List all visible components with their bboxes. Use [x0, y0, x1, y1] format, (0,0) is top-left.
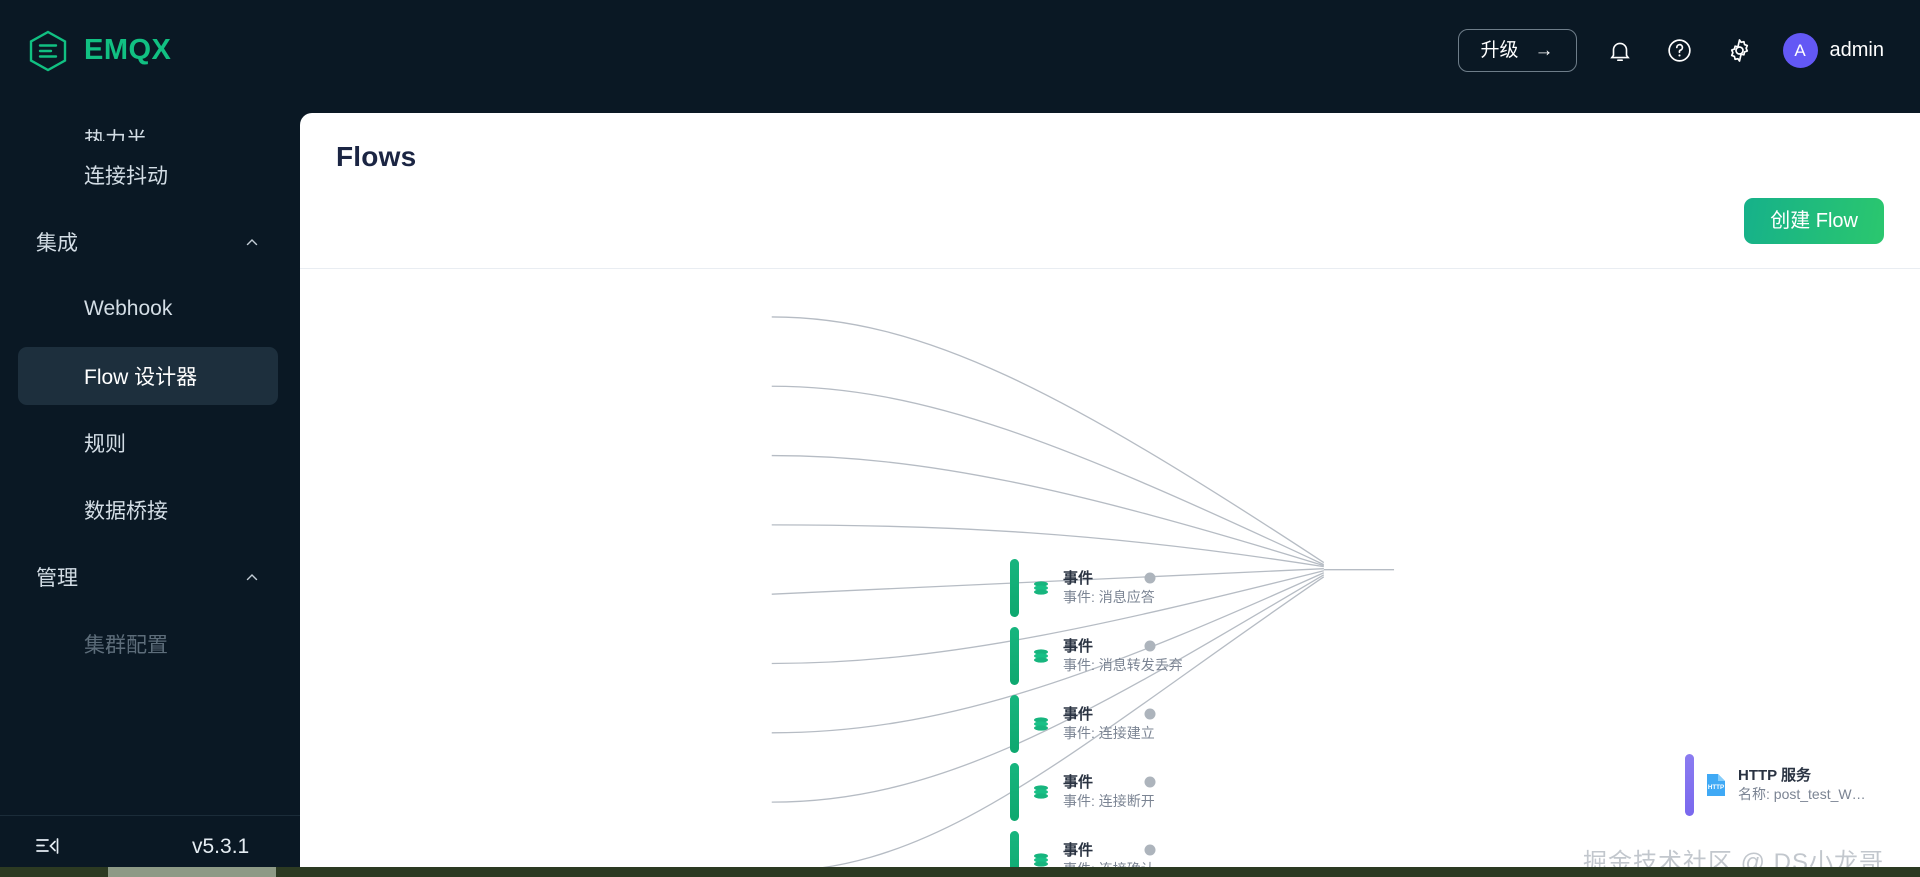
os-taskbar-item — [108, 867, 276, 877]
sidebar-item-label: 数据桥接 — [84, 499, 168, 523]
sidebar-item-cluster-config[interactable]: 集群配置 — [0, 610, 300, 677]
flow-canvas[interactable]: 事件 事件: 消息应答 — [300, 269, 1920, 877]
node-accent-bar — [1010, 763, 1019, 821]
sidebar-group-management[interactable]: 管理 — [0, 543, 300, 610]
node-accent-bar — [1010, 695, 1019, 753]
emqx-hexagon-icon — [26, 29, 70, 73]
app-version: v5.3.1 — [192, 834, 250, 858]
sidebar-item-label: 集群配置 — [84, 633, 168, 657]
user-name: admin — [1829, 39, 1884, 61]
avatar: A — [1782, 33, 1818, 68]
node-output-port[interactable] — [1144, 708, 1156, 720]
node-subtitle: 事件: 连接断开 — [1063, 793, 1155, 810]
node-output-port[interactable] — [1144, 844, 1156, 856]
sidebar-item-data-bridge[interactable]: 数据桥接 — [0, 476, 300, 543]
panel-header: Flows — [300, 113, 1920, 173]
node-accent-bar — [1685, 754, 1694, 816]
sidebar-nav-list: 热力半 连接抖动 集成 Webhook — [0, 101, 300, 677]
node-title: 事件 — [1063, 637, 1094, 655]
node-output-port[interactable] — [1144, 572, 1156, 584]
panel-toolbar: 创建 Flow — [300, 173, 1920, 269]
sidebar-footer: v5.3.1 — [0, 815, 300, 877]
node-output-port[interactable] — [1144, 776, 1156, 788]
node-text: 事件 事件: 消息转发丢弃 — [1063, 627, 1183, 685]
question-circle-icon[interactable] — [1663, 34, 1697, 68]
flow-node-http-service[interactable]: HTTP HTTP 服务 名称: post_test_W… — [1685, 754, 1866, 816]
svg-text:HTTP: HTTP — [1708, 784, 1724, 791]
brand-logo[interactable]: EMQX — [26, 29, 171, 73]
node-title: HTTP 服务 — [1738, 766, 1812, 784]
top-bar-actions: 升级 → — [1457, 29, 1884, 72]
sidebar-scroll[interactable]: 热力半 连接抖动 集成 Webhook — [0, 101, 300, 815]
sidebar-item-heat[interactable]: 热力半 — [0, 101, 300, 141]
http-file-icon: HTTP — [1694, 754, 1738, 816]
sidebar-item-connection-jitter[interactable]: 连接抖动 — [0, 141, 300, 208]
sidebar-item-webhook[interactable]: Webhook — [0, 275, 300, 342]
node-text: 事件 事件: 连接断开 — [1063, 763, 1155, 821]
sidebar-item-active-highlight: Flow 设计器 — [18, 346, 278, 405]
arrow-right-icon: → — [1534, 40, 1554, 61]
chevron-up-icon — [244, 569, 260, 585]
os-taskbar-strip — [0, 867, 1920, 877]
sidebar-collapse-icon[interactable] — [0, 836, 96, 858]
node-subtitle: 事件: 连接建立 — [1063, 725, 1155, 742]
gear-icon[interactable] — [1723, 34, 1757, 68]
bell-icon[interactable] — [1603, 34, 1637, 68]
sidebar-group-integration[interactable]: 集成 — [0, 208, 300, 275]
event-stack-icon — [1019, 831, 1063, 877]
node-text: 事件 事件: 连接建立 — [1063, 695, 1155, 753]
event-stack-icon — [1019, 627, 1063, 685]
event-stack-icon — [1019, 559, 1063, 617]
node-accent-bar — [1010, 831, 1019, 877]
node-text: HTTP 服务 名称: post_test_W… — [1738, 754, 1866, 816]
page-title: Flows — [336, 141, 417, 172]
node-title: 事件 — [1063, 773, 1094, 791]
brand-name: EMQX — [84, 34, 172, 66]
sidebar-item-label: 热力半 — [84, 129, 147, 141]
sidebar-item-label: Webhook — [84, 296, 173, 320]
user-menu[interactable]: A admin — [1782, 33, 1884, 68]
chevron-up-icon — [244, 234, 260, 250]
create-flow-button[interactable]: 创建 Flow — [1744, 197, 1884, 244]
sidebar-item-rules[interactable]: 规则 — [0, 409, 300, 476]
sidebar-item-label: 连接抖动 — [84, 164, 168, 188]
upgrade-label: 升级 — [1480, 40, 1519, 61]
sidebar-group-label: 集成 — [36, 231, 78, 255]
node-accent-bar — [1010, 627, 1019, 685]
node-output-port[interactable] — [1144, 640, 1156, 652]
event-stack-icon — [1019, 763, 1063, 821]
flows-panel: Flows 创建 Flow — [300, 113, 1920, 877]
node-subtitle: 名称: post_test_W… — [1738, 786, 1866, 803]
event-stack-icon — [1019, 695, 1063, 753]
node-text: 事件 事件: 消息应答 — [1063, 559, 1155, 617]
sidebar-group-label: 管理 — [36, 566, 78, 590]
node-title: 事件 — [1063, 841, 1094, 859]
body: 热力半 连接抖动 集成 Webhook — [0, 101, 1920, 877]
sidebar-item-label: 规则 — [84, 432, 126, 456]
flow-node-event[interactable]: 事件 事件: 连接断开 — [1010, 763, 1155, 821]
node-subtitle: 事件: 消息转发丢弃 — [1063, 657, 1183, 674]
upgrade-button[interactable]: 升级 → — [1457, 29, 1577, 72]
main-area: Flows 创建 Flow — [300, 101, 1920, 877]
node-subtitle: 事件: 消息应答 — [1063, 589, 1155, 606]
flow-node-event[interactable]: 事件 事件: 消息应答 — [1010, 559, 1155, 617]
sidebar-item-flow-designer[interactable]: Flow 设计器 — [0, 342, 300, 409]
flow-node-event[interactable]: 事件 事件: 消息转发丢弃 — [1010, 627, 1183, 685]
node-title: 事件 — [1063, 569, 1094, 587]
flow-node-event[interactable]: 事件 事件: 连接建立 — [1010, 695, 1155, 753]
sidebar-item-label: Flow 设计器 — [84, 365, 198, 389]
flow-edges — [771, 316, 1395, 873]
node-title: 事件 — [1063, 705, 1094, 723]
top-bar: EMQX 升级 → — [0, 0, 1920, 101]
node-accent-bar — [1010, 559, 1019, 617]
sidebar: 热力半 连接抖动 集成 Webhook — [0, 101, 300, 877]
